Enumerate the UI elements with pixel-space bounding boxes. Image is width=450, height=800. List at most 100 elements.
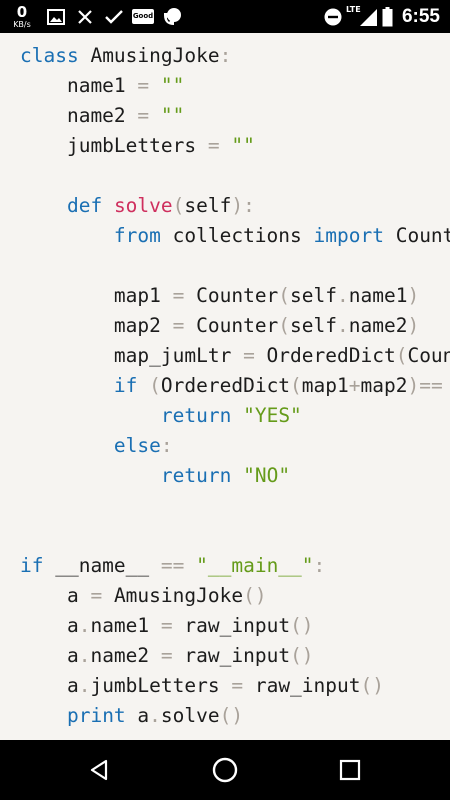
code-token: = bbox=[172, 284, 185, 307]
code-token: . bbox=[337, 284, 349, 307]
code-line: from collections import Counter bbox=[20, 221, 450, 251]
network-speed-indicator: 0 KB/s bbox=[2, 4, 42, 29]
code-token: ( bbox=[149, 374, 161, 397]
code-token bbox=[220, 134, 232, 157]
code-token: "" bbox=[160, 74, 185, 97]
code-token: : bbox=[160, 434, 173, 457]
code-token: Counter bbox=[184, 314, 279, 337]
lte-signal-icon: LTE bbox=[346, 0, 380, 33]
code-token: ): bbox=[231, 194, 255, 217]
code-token: = bbox=[231, 674, 244, 697]
home-button[interactable] bbox=[200, 748, 250, 792]
code-token: () bbox=[243, 584, 267, 607]
code-token: ( bbox=[290, 374, 302, 397]
code-line: return "NO" bbox=[20, 461, 290, 491]
code-token: "__main__" bbox=[196, 554, 314, 577]
network-type-label: LTE bbox=[345, 5, 361, 14]
code-token: a bbox=[20, 644, 79, 667]
code-token: import bbox=[313, 224, 384, 247]
code-token: : bbox=[313, 554, 326, 577]
code-token: name2 bbox=[90, 644, 161, 667]
recents-icon bbox=[339, 759, 361, 781]
status-time: 6:55 bbox=[401, 5, 440, 27]
recents-button[interactable] bbox=[325, 748, 375, 792]
code-token: __name__ bbox=[43, 554, 161, 577]
code-line: return "YES" bbox=[20, 401, 302, 431]
code-token: if bbox=[20, 554, 44, 577]
code-token: ( bbox=[278, 284, 291, 307]
code-token: = bbox=[243, 344, 255, 367]
code-token bbox=[20, 374, 114, 397]
battery-icon bbox=[380, 0, 396, 33]
code-line: name1 = "" bbox=[20, 71, 184, 101]
code-token: a bbox=[20, 584, 91, 607]
code-token: = bbox=[207, 134, 220, 157]
code-token: map_jumLtr bbox=[20, 344, 244, 367]
code-token: ( bbox=[395, 344, 408, 367]
code-token bbox=[20, 434, 114, 457]
code-token: Counter bbox=[184, 284, 279, 307]
status-bar-right: LTE 6:55 bbox=[320, 0, 450, 33]
code-token: = bbox=[90, 584, 103, 607]
code-token: AmusingJoke bbox=[102, 584, 244, 607]
phone-chat-icon bbox=[158, 0, 186, 33]
status-bar: 0 KB/s Good LTE 6:55 bbox=[0, 0, 450, 33]
code-token: () bbox=[360, 674, 384, 697]
code-token: = bbox=[172, 314, 185, 337]
code-line: jumbLetters = "" bbox=[20, 131, 255, 161]
code-token: map1 bbox=[20, 284, 173, 307]
code-token: a bbox=[20, 674, 79, 697]
code-line: map_jumLtr = OrderedDict(Counter bbox=[20, 341, 450, 371]
back-button[interactable] bbox=[75, 748, 125, 792]
code-token: Counter bbox=[395, 224, 450, 247]
code-view[interactable]: '''class AmusingJoke: name1 = "" name2 =… bbox=[0, 33, 450, 740]
code-token: () bbox=[290, 644, 314, 667]
code-token bbox=[137, 374, 149, 397]
code-line: a.name1 = raw_input() bbox=[20, 611, 314, 641]
code-token: raw_input bbox=[172, 614, 291, 637]
code-token bbox=[231, 404, 243, 427]
code-token: ( bbox=[172, 194, 185, 217]
code-token: solve bbox=[113, 194, 173, 217]
code-token bbox=[20, 194, 67, 217]
code-token: ( bbox=[278, 314, 291, 337]
code-token: if bbox=[113, 374, 138, 397]
back-icon bbox=[90, 759, 108, 781]
code-token: OrderedDict bbox=[254, 344, 396, 367]
gallery-icon bbox=[42, 0, 70, 33]
code-token: map2 bbox=[20, 314, 173, 337]
code-token: from bbox=[113, 224, 161, 247]
code-token: name1 bbox=[20, 74, 138, 97]
code-token: self bbox=[290, 284, 338, 307]
code-token bbox=[20, 704, 67, 727]
code-line: map2 = Counter(self.name2) bbox=[20, 311, 419, 341]
code-token: = bbox=[137, 74, 150, 97]
code-token: AmusingJoke bbox=[90, 44, 220, 67]
code-token bbox=[149, 74, 161, 97]
code-token: jumbLetters bbox=[90, 674, 232, 697]
code-token: map1 bbox=[301, 374, 349, 397]
code-token bbox=[184, 554, 196, 577]
code-token: + bbox=[348, 374, 361, 397]
code-token: raw_input bbox=[243, 674, 361, 697]
code-line: if __name__ == "__main__": bbox=[20, 551, 325, 581]
code-token: = bbox=[160, 614, 173, 637]
code-line: ''' bbox=[20, 33, 55, 41]
code-token: : bbox=[219, 44, 232, 67]
code-token: = bbox=[160, 644, 173, 667]
code-line: else: bbox=[20, 431, 173, 461]
good-badge-text: Good bbox=[132, 9, 154, 24]
code-token bbox=[20, 224, 114, 247]
code-token: "NO" bbox=[243, 464, 291, 487]
code-token bbox=[20, 464, 161, 487]
code-token: . bbox=[78, 614, 91, 637]
code-token bbox=[20, 404, 161, 427]
code-token: collections bbox=[160, 224, 314, 247]
code-line: def solve(self): bbox=[20, 191, 255, 221]
code-token: "" bbox=[160, 104, 185, 127]
code-token: ) bbox=[407, 284, 420, 307]
code-line: name2 = "" bbox=[20, 101, 184, 131]
code-token: . bbox=[149, 704, 161, 727]
code-token: name1 bbox=[348, 284, 408, 307]
code-token: . bbox=[78, 674, 91, 697]
